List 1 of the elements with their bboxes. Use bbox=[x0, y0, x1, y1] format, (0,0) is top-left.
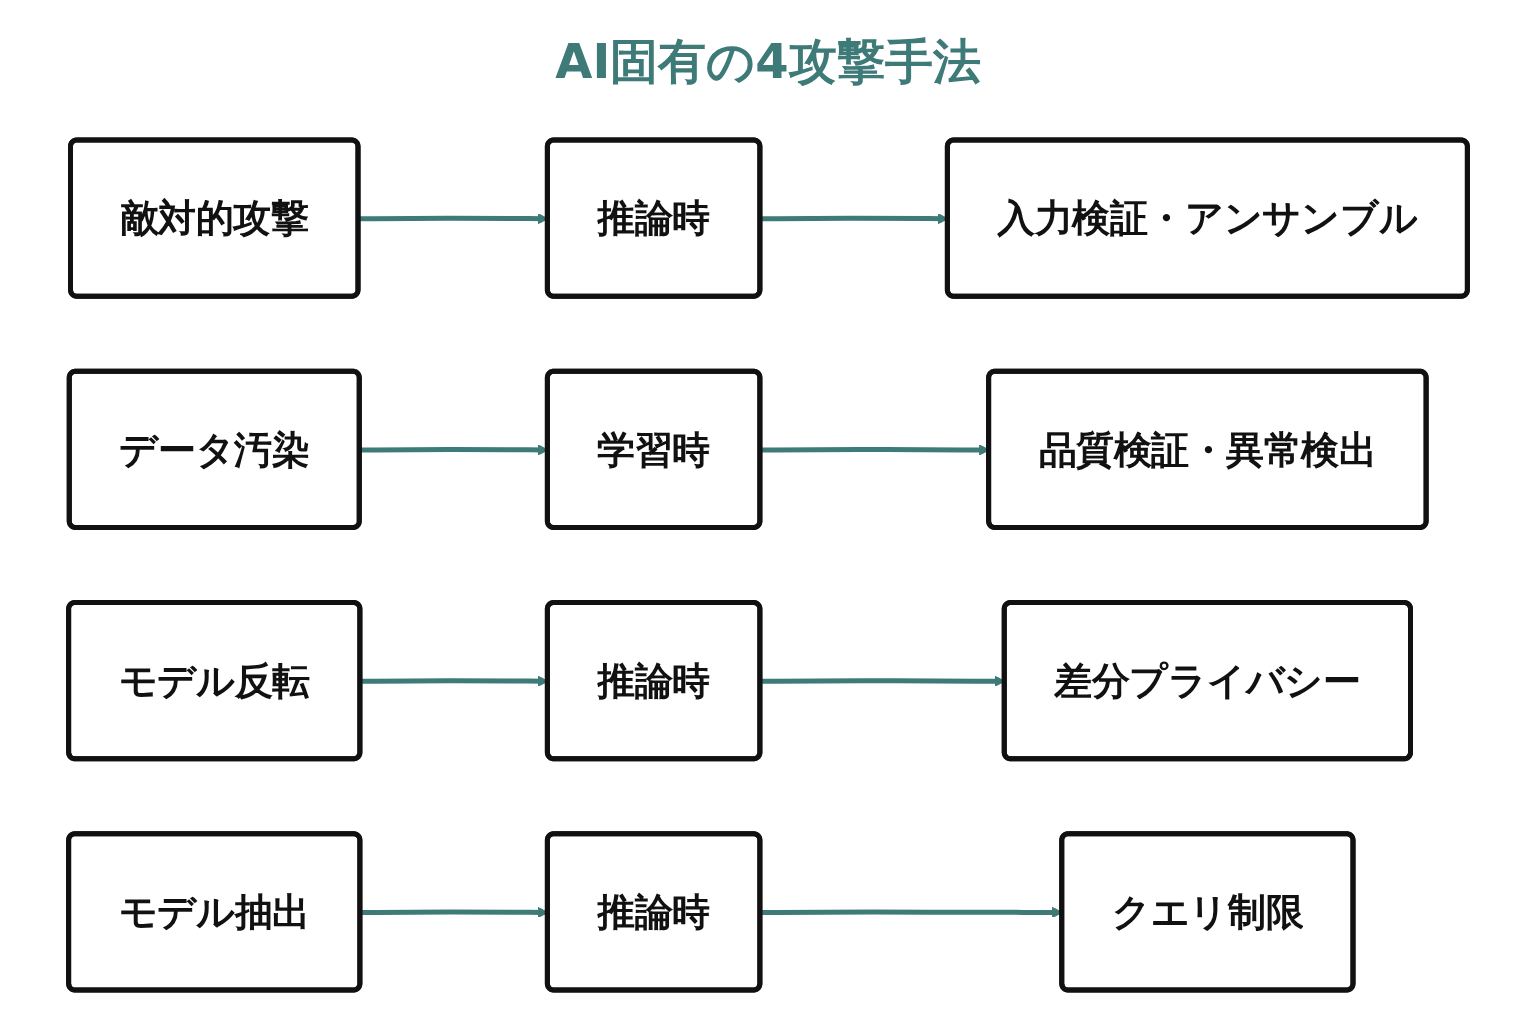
diagram-title: AI固有の4攻撃手法 bbox=[555, 32, 981, 91]
